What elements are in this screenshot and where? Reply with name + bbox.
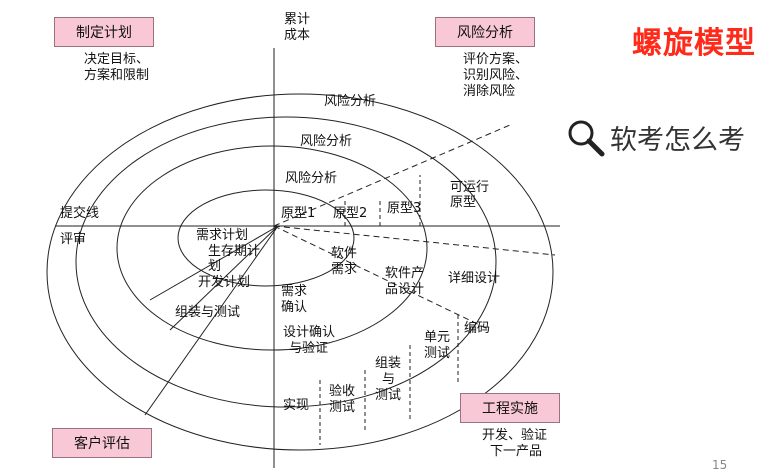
risk-desc-1: 评价方案、 <box>463 52 529 67</box>
spiral-ring-3 <box>75 116 497 408</box>
product-design-2: 品设计 <box>385 282 425 297</box>
detailed-design: 详细设计 <box>448 271 501 286</box>
plan-desc-1: 决定目标、 <box>84 52 150 67</box>
integration-test-1: 组装 <box>375 356 402 371</box>
risk-label-outer: 风险分析 <box>324 94 377 109</box>
coding: 编码 <box>464 321 491 336</box>
prototype-1: 原型1 <box>281 206 316 221</box>
quadrant-customer-box: 客户评估 <box>52 428 152 458</box>
prototype-3: 原型3 <box>387 201 422 216</box>
acceptance-test-1: 验收 <box>329 384 356 399</box>
software-requirements-2: 需求 <box>331 262 358 277</box>
software-requirements-1: 软件 <box>331 246 358 261</box>
quadrant-engineering-box: 工程实施 <box>460 393 560 423</box>
risk-label-middle: 风险分析 <box>300 134 353 149</box>
requirements-plan: 需求计划 <box>196 228 249 243</box>
integration-test-2: 与 <box>382 372 396 387</box>
design-verify-2: 与验证 <box>289 341 329 356</box>
implementation: 实现 <box>283 398 310 413</box>
integration-test-3: 测试 <box>375 388 402 403</box>
operational-prototype: 可运行原型 <box>450 180 490 210</box>
development-plan: 开发计划 <box>198 275 251 290</box>
page-title: 螺旋模型 <box>632 26 756 61</box>
search-text-label: 软考怎么考 <box>610 125 745 156</box>
page-number: 15 <box>712 458 728 472</box>
requirements-confirm-2: 确认 <box>281 300 308 315</box>
unit-test-1: 单元 <box>424 330 451 345</box>
review-label: 评审 <box>60 232 87 247</box>
search-text: 软考怎么考 <box>562 118 745 157</box>
progress-line-label: 提交线 <box>60 206 100 221</box>
engineering-desc-2: 下一产品 <box>490 444 543 459</box>
risk-label-inner: 风险分析 <box>285 171 338 186</box>
design-verify-1: 设计确认 <box>283 325 336 340</box>
risk-desc-2: 识别风险、 <box>463 68 529 83</box>
cost-label-1: 累计 <box>284 12 311 27</box>
spiral-ring-4 <box>46 93 554 451</box>
spiral-ring-1 <box>177 189 355 287</box>
unit-test-2: 测试 <box>424 346 451 361</box>
quadrant-plan-box: 制定计划 <box>54 17 154 47</box>
cost-label-2: 成本 <box>284 28 311 43</box>
integration-test-plan: 组装与测试 <box>175 305 241 320</box>
engineering-desc-1: 开发、验证 <box>482 428 548 443</box>
requirements-confirm-1: 需求 <box>281 284 308 299</box>
lifecycle-plan: 生存期计划 <box>208 244 261 274</box>
risk-desc-3: 消除风险 <box>463 84 516 99</box>
search-icon <box>568 120 605 157</box>
plan-desc-2: 方案和限制 <box>84 68 150 83</box>
product-design-1: 软件产 <box>385 266 425 281</box>
prototype-2: 原型2 <box>333 206 368 221</box>
spiral-ring-2 <box>116 145 428 351</box>
acceptance-test-2: 测试 <box>329 400 356 415</box>
quadrant-risk-box: 风险分析 <box>435 17 535 47</box>
